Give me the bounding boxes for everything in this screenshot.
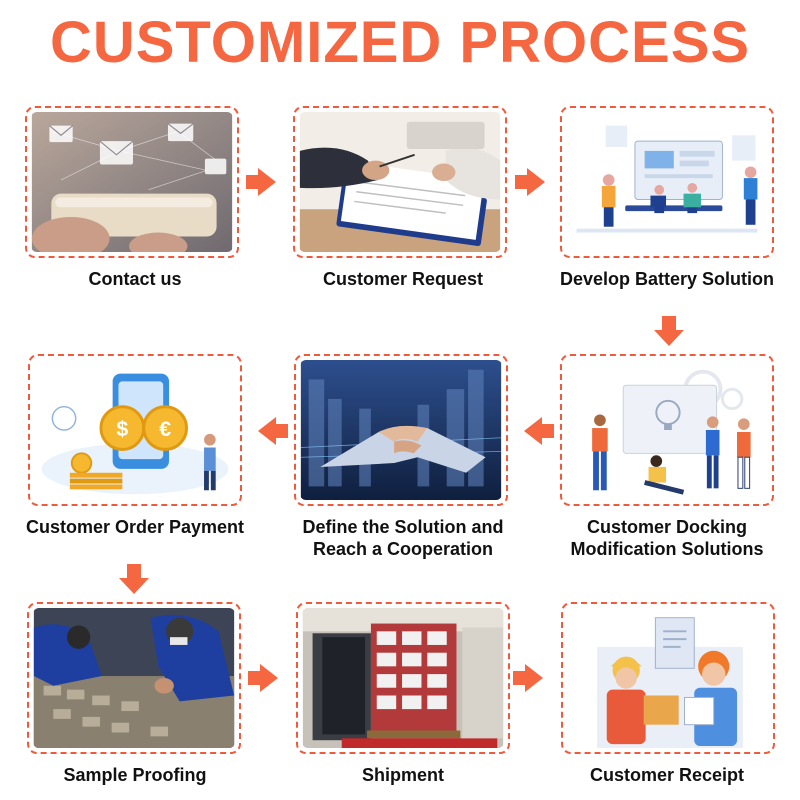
- step-card-develop-battery: [560, 106, 774, 258]
- arrow-right-icon: [248, 664, 278, 692]
- step-card-docking-modification: [560, 354, 774, 506]
- step-label-customer-request: Customer Request: [322, 269, 484, 289]
- step-card-sample-proofing: [27, 602, 241, 754]
- step-label-customer-receipt: Customer Receipt: [589, 765, 745, 785]
- step-label-contact-us: Contact us: [88, 269, 182, 289]
- arrow-left-icon: [524, 417, 554, 445]
- step-label-develop-battery: Develop Battery Solution: [559, 269, 775, 289]
- step-label-define-solution-line2: Reach a Cooperation: [312, 539, 494, 559]
- envelope-network-icon: [31, 112, 233, 252]
- coin-payment-icon: $ €: [34, 360, 236, 500]
- arrow-left-icon: [258, 417, 288, 445]
- step-card-shipment: [296, 602, 510, 754]
- team-presentation-icon: [566, 112, 768, 252]
- step-label-define-solution-line1: Define the Solution and: [302, 517, 504, 537]
- step-card-order-payment: $ €: [28, 354, 242, 506]
- svg-text:$: $: [116, 417, 128, 441]
- step-card-customer-receipt: [561, 602, 775, 754]
- page-title: CUSTOMIZED PROCESS: [49, 10, 751, 75]
- step-label-order-payment: Customer Order Payment: [25, 517, 245, 537]
- step-card-contact-us: [25, 106, 239, 258]
- idea-bulb-icon: [566, 360, 768, 500]
- arrow-right-icon: [513, 664, 543, 692]
- arrow-down-icon: [119, 564, 149, 594]
- delivery-receipt-icon: [567, 608, 769, 748]
- factory-workers-icon: [33, 608, 235, 748]
- contract-signing-icon: [299, 112, 501, 252]
- step-label-sample-proofing: Sample Proofing: [63, 765, 207, 785]
- step-label-docking-line2: Modification Solutions: [570, 539, 764, 559]
- step-label-shipment: Shipment: [361, 765, 444, 785]
- container-loading-icon: [302, 608, 504, 748]
- handshake-icon: [300, 360, 502, 500]
- svg-text:€: €: [159, 417, 171, 441]
- step-card-define-solution: [294, 354, 508, 506]
- arrow-right-icon: [246, 168, 276, 196]
- step-card-customer-request: [293, 106, 507, 258]
- step-label-docking-line1: Customer Docking: [586, 517, 748, 537]
- arrow-down-icon: [654, 316, 684, 346]
- arrow-right-icon: [515, 168, 545, 196]
